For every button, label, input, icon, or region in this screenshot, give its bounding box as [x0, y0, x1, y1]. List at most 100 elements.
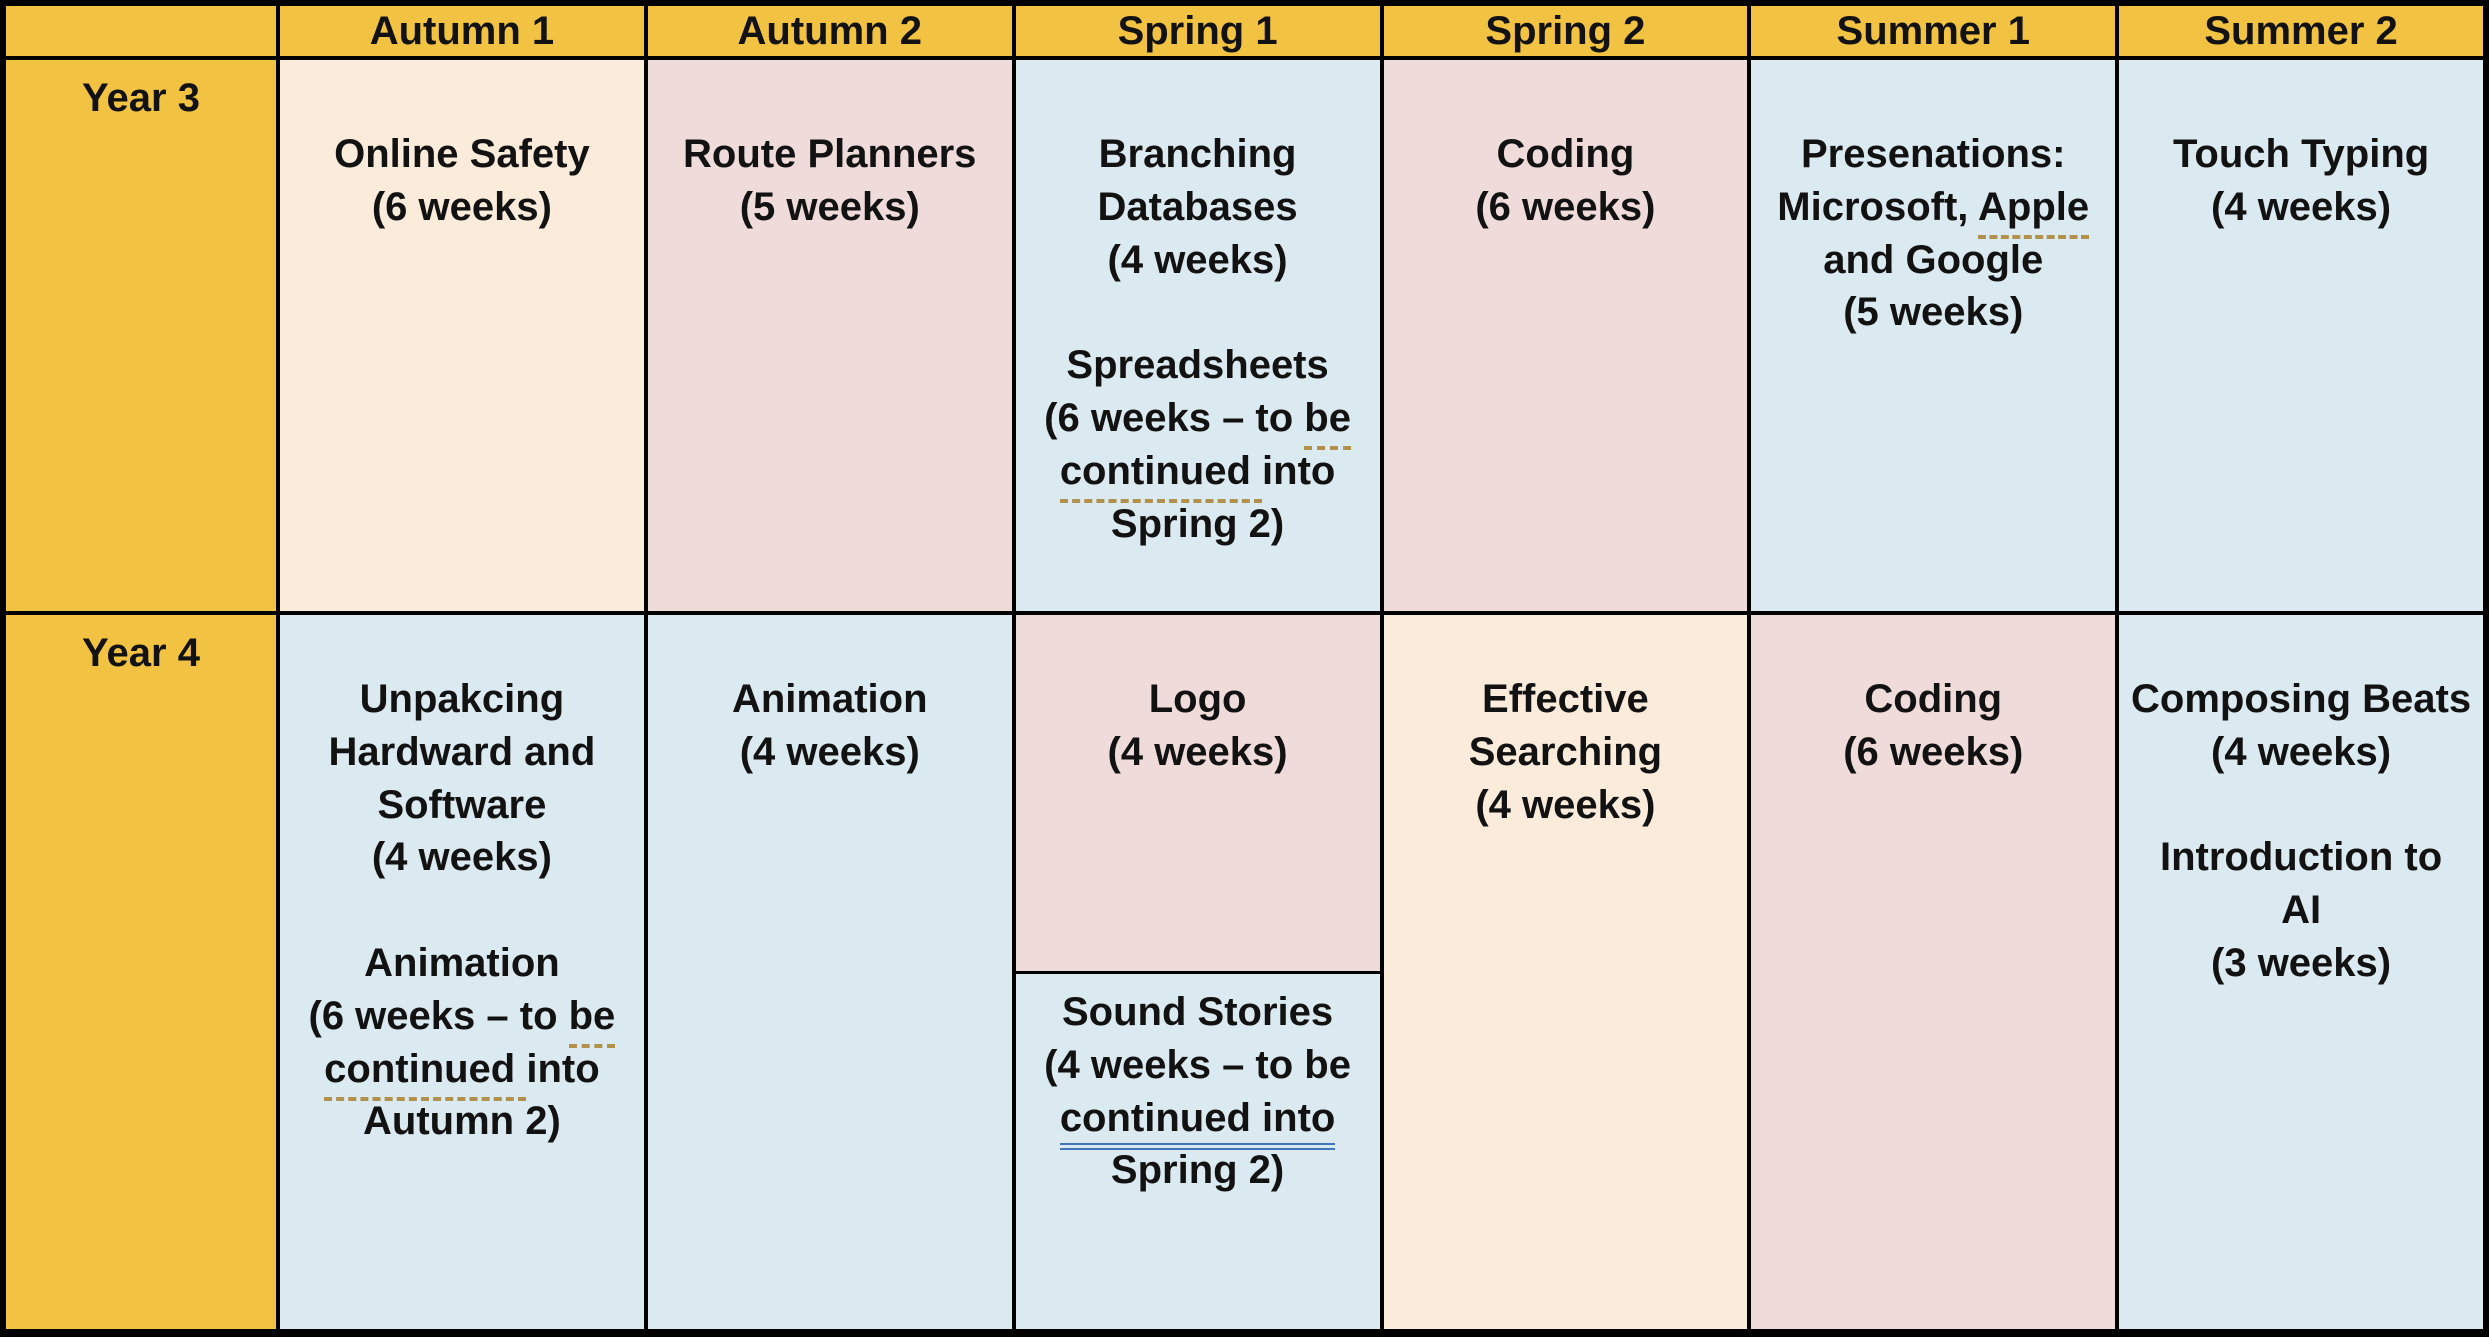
text-line: continued into [1016, 1092, 1380, 1150]
cell-year4-summer1-coding: Coding(6 weeks) [1751, 615, 2116, 1329]
cell-year3-spring2-coding: Coding (6 weeks) [1383, 60, 1748, 611]
text-segment: Searching [1468, 729, 1663, 774]
text-segment: (4 weeks) [1107, 729, 1288, 774]
text-line: Autumn 2) [280, 1095, 644, 1148]
text-line: Coding [1751, 673, 2115, 726]
text-line: (4 weeks) [2119, 181, 2483, 234]
cell-year4-spring1-logo: Logo (4 weeks) [1015, 615, 1380, 971]
text-segment: (4 weeks – to be [1044, 1042, 1351, 1087]
cell-year4-spring1-sound-stories: Sound Stories (4 weeks – to be continued i… [1015, 974, 1380, 1329]
text-segment: Hardward and [328, 729, 596, 774]
text-segment: (6 weeks – to [1044, 395, 1305, 440]
text-line: Hardward and [280, 726, 644, 779]
cell-year3-autumn1-online-safety: Online Safety(6 weeks) [280, 60, 644, 611]
spellcheck-dashed-underline-text: be [1304, 395, 1351, 450]
text-segment: Coding [1496, 132, 1635, 176]
text-line: continued into [280, 1043, 644, 1101]
header-autumn-2: Autumn 2 [647, 6, 1012, 56]
text-line: Spring 2) [1016, 498, 1380, 551]
text-line: (4 weeks) [648, 726, 1012, 779]
header-corner-cell [6, 6, 276, 56]
text-line: and Google [1751, 234, 2115, 287]
text-segment: (3 weeks) [2211, 940, 2392, 985]
text-line: Unpakcing [280, 673, 644, 726]
cell-year4-summer2-composing-beats-ai: Composing Beats(4 weeks) Introduction to… [2119, 615, 2483, 1329]
text-segment: AI [2281, 888, 2322, 933]
text-segment: Introduction to [2160, 835, 2443, 880]
grammar-double-underline-text: continued into [1059, 1095, 1336, 1150]
text-line: Software [280, 779, 644, 832]
text-segment: Databases [1097, 184, 1298, 229]
header-autumn-1: Autumn 1 [280, 6, 644, 56]
text-line: (4 weeks) [2119, 726, 2483, 779]
text-line: Databases [1016, 181, 1380, 234]
text-line: (4 weeks – to be [1016, 1039, 1380, 1092]
text-line: (3 weeks) [2119, 937, 2483, 990]
text-segment: Autumn 2) [363, 1099, 561, 1144]
cell-year4-spring1-split: Logo (4 weeks) Sound Stories (4 weeks – to… [1015, 615, 1380, 1329]
text-line: Presenations: [1751, 128, 2115, 181]
text-line: (5 weeks) [648, 181, 1012, 234]
text-line: Branching [1016, 128, 1380, 181]
text-line [2119, 779, 2483, 832]
cell-year3-autumn2-route-planners: Route Planners(5 weeks) [647, 60, 1012, 611]
header-summer-2: Summer 2 [2119, 6, 2483, 56]
text-line: Route Planners [648, 128, 1012, 181]
text-line: Composing Beats [2119, 673, 2483, 726]
cell-year4-autumn2-animation: Animation(4 weeks) [647, 615, 1012, 1329]
text-line: Touch Typing [2119, 128, 2483, 181]
text-line: Microsoft, Apple [1751, 181, 2115, 239]
text-segment: Presenations: [1800, 132, 2066, 176]
text-segment: Spring 2) [1110, 1148, 1285, 1193]
text-segment: (4 weeks) [1475, 782, 1656, 827]
text-segment: Animation [364, 940, 560, 985]
text-segment: (5 weeks) [1843, 290, 2024, 335]
text-line: (6 weeks) [280, 181, 644, 234]
text-segment: (6 weeks) [371, 184, 552, 229]
text-segment: Spreadsheets [1066, 343, 1329, 388]
text-segment: Unpakcing [359, 677, 565, 721]
text-line: AI [2119, 884, 2483, 937]
text-line: Logo [1016, 673, 1380, 726]
text-segment: (4 weeks) [2211, 184, 2392, 229]
text-segment: Logo [1148, 677, 1247, 721]
spellcheck-dashed-underline-text: be [568, 993, 616, 1048]
text-line: (6 weeks) [1384, 181, 1748, 234]
text-line: (4 weeks) [1384, 779, 1748, 832]
text-segment: Effective [1482, 677, 1649, 721]
text-line: Introduction to [2119, 831, 2483, 884]
spellcheck-dashed-underline-text: continued [1059, 448, 1263, 503]
row-label-year-4: Year 4 [6, 615, 276, 1329]
text-line: Animation [280, 937, 644, 990]
text-line: Coding [1384, 128, 1748, 181]
text-line: Spring 2) [1016, 1144, 1380, 1197]
header-summer-1: Summer 1 [1751, 6, 2116, 56]
text-line: Sound Stories [1016, 986, 1380, 1039]
text-segment: Sound Stories [1062, 990, 1334, 1034]
text-segment: Touch Typing [2172, 132, 2430, 176]
text-segment: (6 weeks – to [308, 993, 569, 1038]
text-segment: into [1262, 448, 1336, 493]
text-line: (6 weeks – to be [280, 990, 644, 1048]
text-segment: Software [377, 782, 547, 827]
header-spring-2: Spring 2 [1383, 6, 1748, 56]
text-line [280, 884, 644, 937]
text-line: (5 weeks) [1751, 286, 2115, 339]
text-segment: Spring 2) [1110, 501, 1285, 546]
text-segment: (4 weeks) [1107, 237, 1288, 282]
text-segment: (5 weeks) [739, 184, 920, 229]
cell-year3-summer2-touch-typing: Touch Typing (4 weeks) [2119, 60, 2483, 611]
text-line: Searching [1384, 726, 1748, 779]
text-segment: (4 weeks) [739, 729, 920, 774]
text-line: Effective [1384, 673, 1748, 726]
text-line: Spreadsheets [1016, 339, 1380, 392]
header-spring-1: Spring 1 [1015, 6, 1380, 56]
spellcheck-dashed-underline-text: Apple [1978, 184, 2090, 239]
row-label-year-3: Year 3 [6, 60, 276, 611]
